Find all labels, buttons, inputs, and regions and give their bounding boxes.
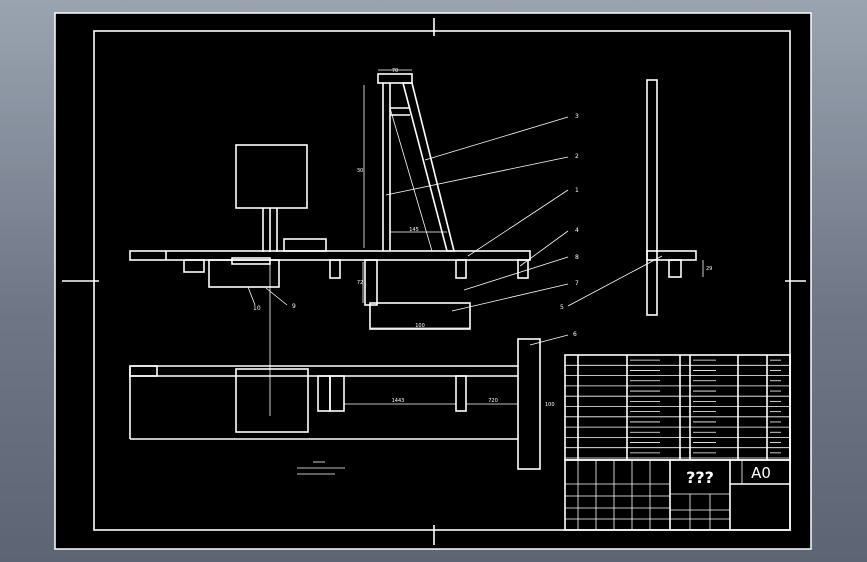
dim-label: 70 [392,68,398,74]
dim-label: 100 [415,323,425,329]
front-box [235,144,308,209]
top-view: 1443 720 100 6 [129,260,577,470]
dim-label: 29 [706,266,712,272]
leader-label-8: 8 [575,254,579,261]
leader-label-10: 10 [253,305,261,312]
sheet-size: A0 [751,464,771,482]
side-post [646,79,658,316]
top-box [235,368,309,433]
drawing-name: ??? [686,468,714,487]
title-block: ??? A0 [564,459,791,531]
dim-label: 720 [488,398,498,404]
leader-label-9: 9 [292,303,296,310]
side-view: 29 5 [560,79,712,316]
centering-marks [62,18,806,545]
dim-label: 72 [357,280,363,286]
leader-label-5: 5 [560,304,564,311]
dim-label: 1443 [392,398,405,404]
leader-label-3: 3 [575,113,579,120]
leader-label-6: 6 [573,331,577,338]
front-view: 70 30 145 72 100 3 2 1 4 8 7 9 10 [129,68,579,330]
dim-label: 145 [409,227,419,233]
leader-label-4: 4 [575,227,579,234]
technical-notes-marks [297,461,345,475]
leader-label-1: 1 [575,187,579,194]
dim-label: 100 [545,402,555,408]
leader-label-2: 2 [575,153,579,160]
dim-label: 30 [357,168,363,174]
leader-label-7: 7 [575,280,579,287]
parts-list [564,354,791,461]
